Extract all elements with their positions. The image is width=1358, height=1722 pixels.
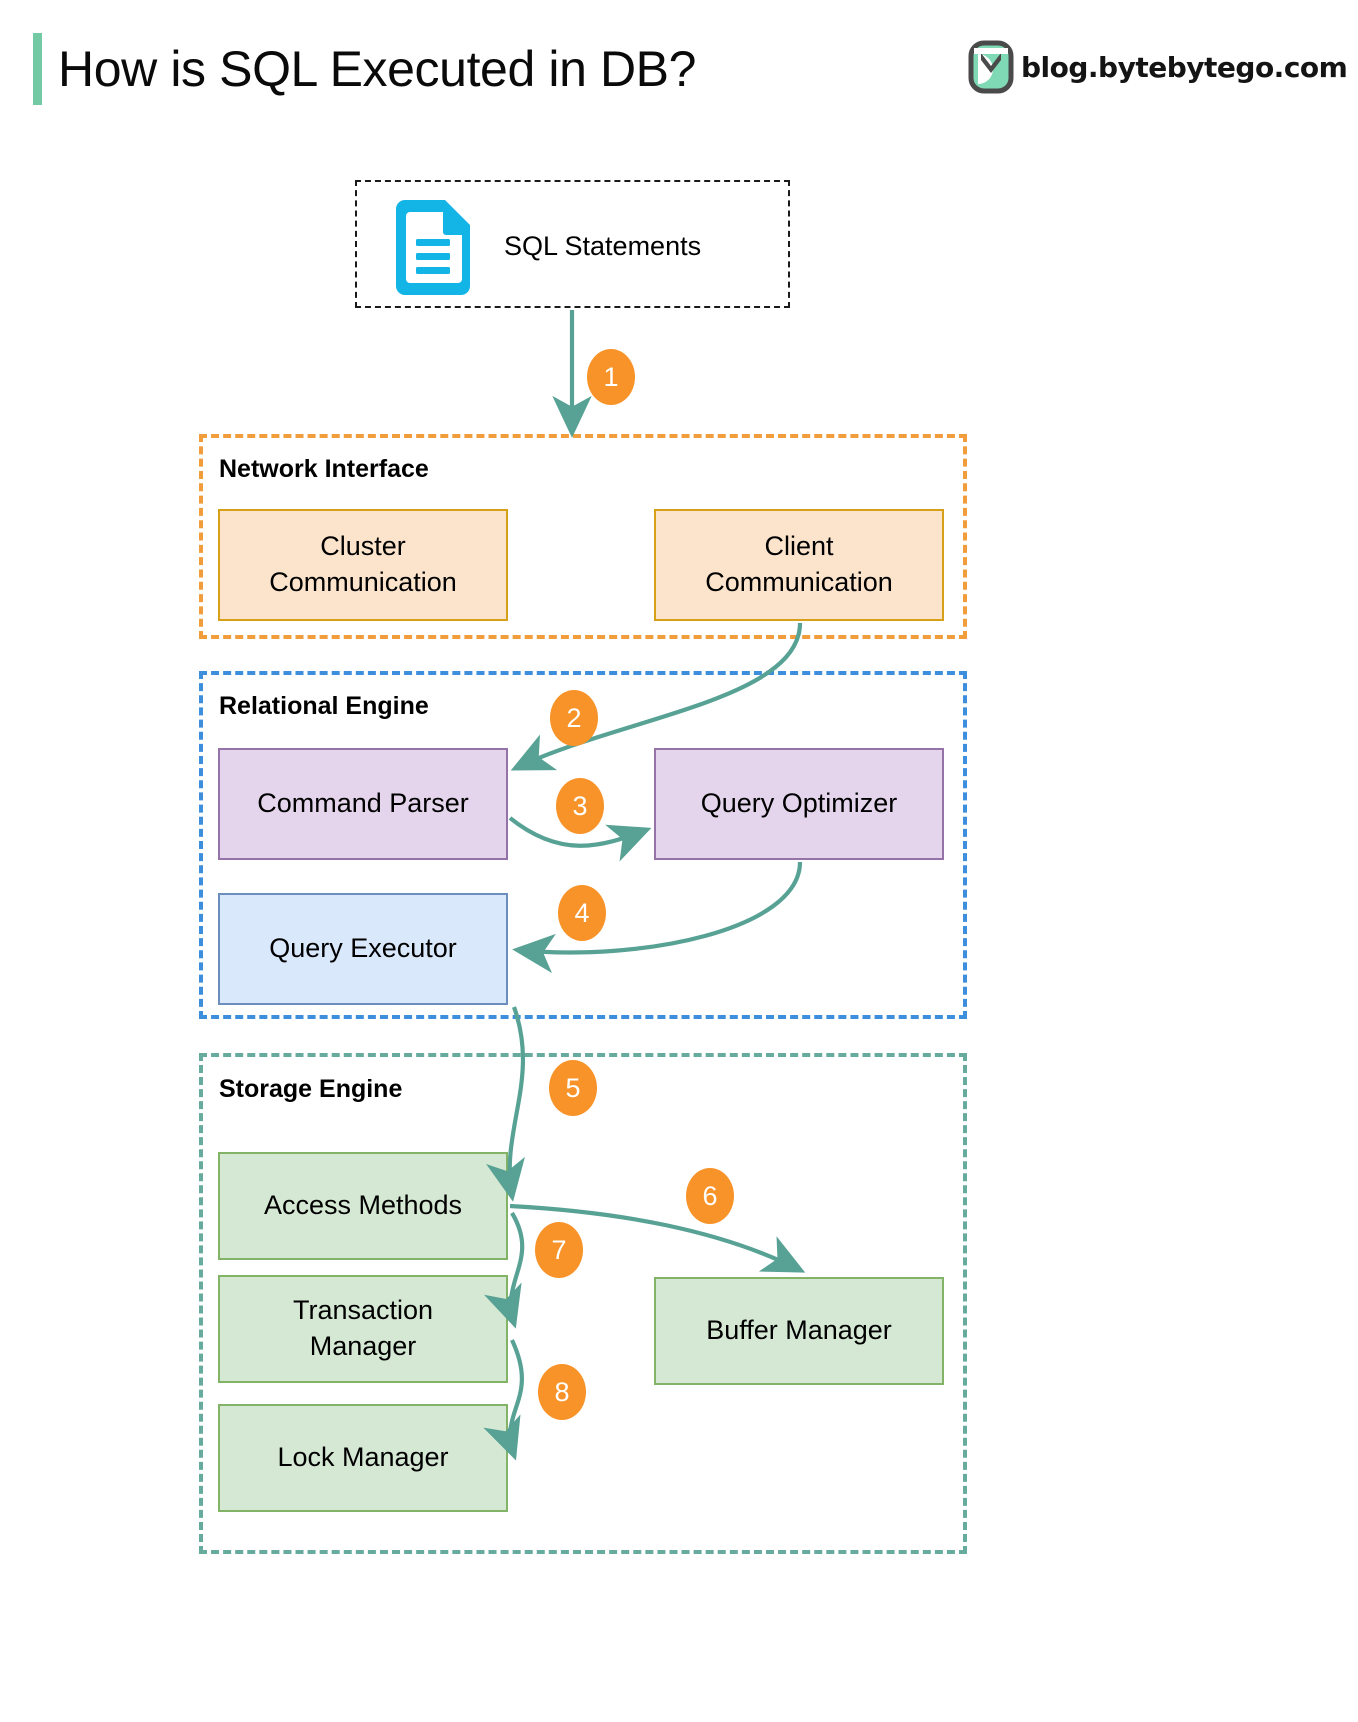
group-label-network-interface: Network Interface (219, 455, 429, 483)
page-title: How is SQL Executed in DB? (58, 41, 697, 97)
node-buffer-manager[interactable]: Buffer Manager (654, 1277, 944, 1385)
step-badge-1: 1 (587, 349, 635, 405)
node-cluster-communication[interactable]: Cluster Communication (218, 509, 508, 621)
brand[interactable]: blog.bytebytego.com (968, 40, 1348, 94)
group-label-relational-engine: Relational Engine (219, 692, 429, 720)
node-transaction-manager-label: Transaction Manager (292, 1295, 434, 1361)
node-cluster-communication-label: Cluster Communication (269, 531, 457, 597)
node-command-parser-label: Command Parser (257, 788, 469, 819)
node-lock-manager-label: Lock Manager (277, 1442, 449, 1473)
node-transaction-manager[interactable]: Transaction Manager (218, 1275, 508, 1383)
node-buffer-manager-label: Buffer Manager (706, 1315, 892, 1346)
node-query-optimizer[interactable]: Query Optimizer (654, 748, 944, 860)
group-storage-engine (199, 1053, 967, 1554)
node-client-communication[interactable]: Client Communication (654, 509, 944, 621)
node-query-executor[interactable]: Query Executor (218, 893, 508, 1005)
sql-statements-box (355, 180, 790, 308)
node-client-communication-label: Client Communication (705, 531, 893, 597)
node-access-methods[interactable]: Access Methods (218, 1152, 508, 1260)
node-query-executor-label: Query Executor (269, 933, 457, 964)
document-icon (396, 200, 470, 295)
node-lock-manager[interactable]: Lock Manager (218, 1404, 508, 1512)
step-badge-4: 4 (558, 885, 606, 941)
brand-text: blog.bytebytego.com (1021, 50, 1348, 84)
step-badge-2: 2 (550, 690, 598, 746)
bytebytego-logo-icon (968, 40, 1014, 94)
page-header: How is SQL Executed in DB? blog.bytebyte… (0, 0, 1358, 140)
node-access-methods-label: Access Methods (263, 1190, 463, 1221)
step-badge-5: 5 (549, 1060, 597, 1116)
node-query-optimizer-label: Query Optimizer (700, 788, 898, 819)
step-badge-3: 3 (556, 778, 604, 834)
group-label-storage-engine: Storage Engine (219, 1075, 403, 1103)
sql-statements-label: SQL Statements (504, 231, 702, 262)
node-command-parser[interactable]: Command Parser (218, 748, 508, 860)
step-badge-6: 6 (686, 1168, 734, 1224)
title-accent-bar (33, 33, 42, 105)
step-badge-8: 8 (538, 1364, 586, 1420)
step-badge-7: 7 (535, 1222, 583, 1278)
